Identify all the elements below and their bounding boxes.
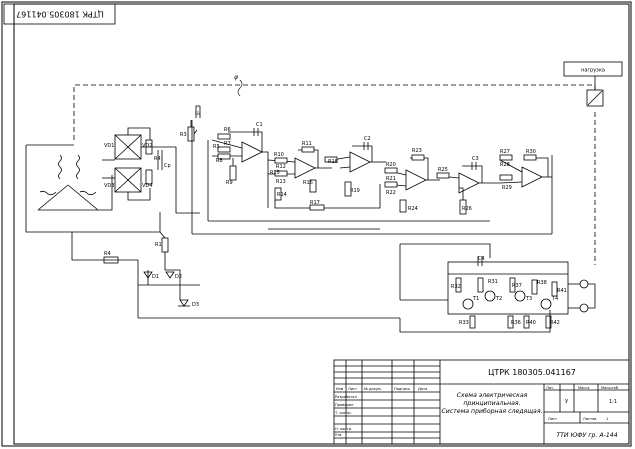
label-r5: R5	[213, 144, 220, 150]
label-c1: C1	[256, 122, 263, 128]
stage-header-mass: Масса	[578, 386, 589, 390]
label-r18: R18	[328, 159, 338, 165]
label-r12: R12	[276, 164, 286, 170]
label-r38: R38	[537, 280, 547, 286]
drawing-border	[13, 3, 630, 445]
title-line-3: Система приборная следящая.	[441, 407, 542, 415]
load-block	[563, 61, 623, 77]
label-r29: R29	[502, 185, 512, 191]
col-label-list: Лист	[348, 387, 357, 391]
label-r16: R16	[303, 180, 313, 186]
title-block-frame	[333, 359, 630, 445]
stamp-code: ЦТРК 180305.041167	[16, 10, 104, 19]
label-d3: D3	[192, 302, 199, 308]
organization: ТТИ ЮФУ гр. А-144	[556, 432, 617, 439]
stage-wiring	[211, 128, 552, 215]
label-r8: R8	[216, 158, 223, 164]
label-r7: R7	[224, 141, 231, 147]
label-r30: R30	[526, 149, 536, 155]
angle-arrow	[237, 79, 243, 97]
label-r9: R9	[226, 180, 233, 186]
row-label-ncontrol: Н. контр.	[335, 427, 352, 431]
label-r27: R27	[500, 149, 510, 155]
label-r25: R25	[438, 167, 448, 173]
sheets-value: 1	[606, 417, 608, 421]
label-cp: Cр	[164, 163, 171, 169]
stamp-box	[3, 3, 116, 25]
label-r41: R41	[557, 288, 567, 294]
stage-letter: У	[565, 399, 568, 405]
angle-label: φ	[234, 74, 239, 81]
label-r36: R36	[511, 320, 521, 326]
sensor-block	[25, 144, 161, 233]
label-r1: R1	[155, 242, 162, 248]
input-pot	[187, 106, 201, 142]
stage-resistors	[217, 133, 537, 211]
label-r4: R4	[104, 251, 111, 257]
row-label-checker: Проверил	[335, 403, 353, 407]
col-label-sign: Подпись	[394, 387, 410, 391]
label-c2: C2	[364, 136, 371, 142]
output-stage	[400, 256, 596, 329]
lower-left-branch	[103, 231, 200, 307]
label-d2: D2	[175, 274, 182, 280]
opamp-stages	[241, 141, 543, 194]
label-r31: R31	[488, 279, 498, 285]
label-r6: R6	[224, 127, 231, 133]
label-vd3: VD3	[104, 183, 114, 189]
label-t2: T2	[495, 296, 502, 302]
label-vd2: VD2	[142, 143, 152, 149]
label-r13: R13	[276, 179, 286, 185]
sheets-label: Листов	[583, 417, 596, 421]
row-label-developer: Разработал	[335, 395, 357, 399]
row-label-tcontrol: Т. контр.	[334, 411, 352, 415]
motor-diagonal	[587, 90, 603, 106]
stage-header-scale: Масштаб	[601, 386, 619, 390]
label-r10: R10	[274, 152, 284, 158]
label-r24: R24	[408, 206, 418, 212]
label-r32: R32	[451, 284, 461, 290]
label-vd4: VD4	[142, 183, 152, 189]
label-r28: R28	[500, 162, 510, 168]
label-r3: R3	[180, 132, 187, 138]
label-r17: R17	[310, 200, 320, 206]
label-r19: R19	[350, 188, 360, 194]
label-r21: R21	[386, 176, 396, 182]
sheet-label: Лист	[548, 417, 557, 421]
main-buses	[71, 105, 553, 333]
label-r40: R40	[526, 320, 536, 326]
stage-header-lit: Лит.	[546, 386, 554, 390]
label-c4: C4	[478, 256, 485, 262]
label-t1: T1	[472, 296, 479, 302]
label-r20: R20	[386, 162, 396, 168]
label-r37: R37	[512, 283, 522, 289]
title-line-2: принципиальная.	[463, 400, 520, 407]
col-label-doc: № докум.	[364, 387, 382, 391]
title-designation: ЦТРК 180305.041167	[488, 368, 576, 377]
label-r22: R22	[386, 190, 396, 196]
label-r33: R33	[459, 320, 469, 326]
rectifier-bridges	[102, 127, 177, 201]
row-label-approved: Утв.	[335, 433, 343, 437]
label-t4: T4	[551, 296, 558, 302]
label-r4-top: R4	[154, 156, 161, 162]
label-c3: C3	[472, 156, 479, 162]
col-label-izm: Изм	[336, 387, 344, 391]
title-line-1: Схема электрическая	[457, 392, 528, 399]
label-r42: R42	[550, 320, 560, 326]
load-label: нагрузка	[581, 68, 605, 74]
label-r14: R14	[277, 192, 287, 198]
label-r26: R26	[462, 206, 472, 212]
label-vd1: VD1	[104, 143, 114, 149]
label-r23: R23	[412, 148, 422, 154]
label-t3: T3	[525, 296, 532, 302]
label-r11: R11	[302, 141, 312, 147]
label-d1: D1	[152, 274, 159, 280]
label-u0: U₀	[195, 111, 201, 117]
label-r15: R15	[270, 170, 280, 176]
col-label-date: Дата	[418, 387, 427, 391]
scale-value: 1:1	[609, 399, 617, 405]
